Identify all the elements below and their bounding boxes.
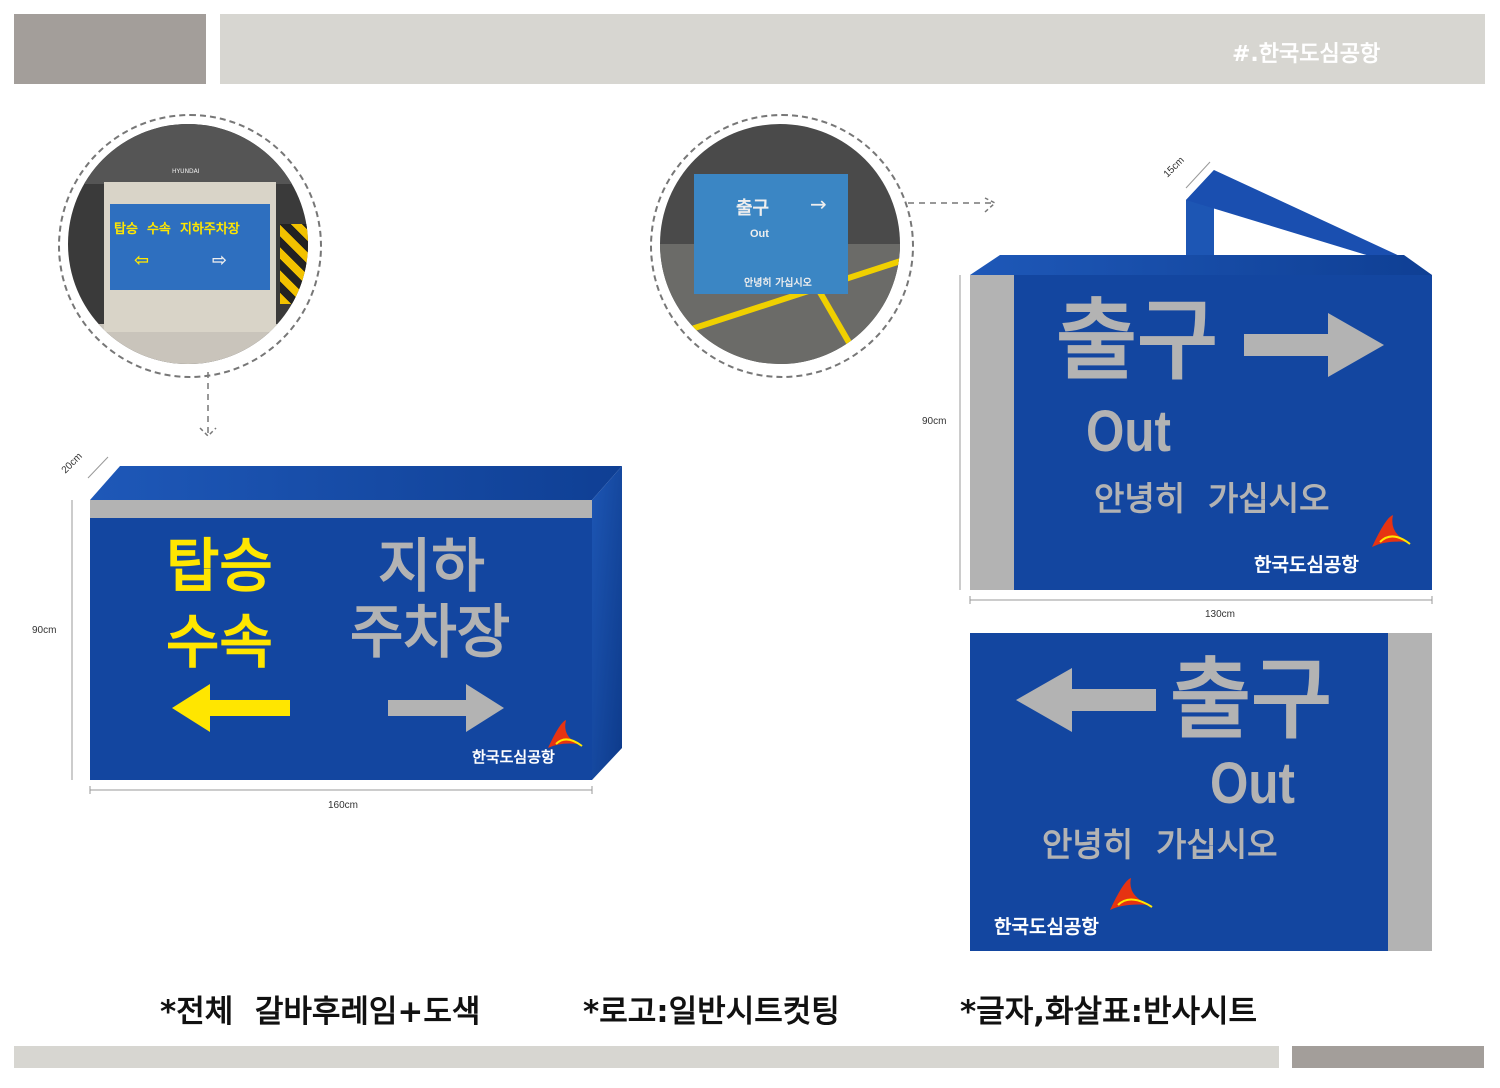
right-top-arrow: [1244, 313, 1384, 377]
photo-left-sign: [110, 204, 270, 290]
note-frame: *전체 갈바후레임+도색: [160, 994, 481, 1030]
dim-left-width: 160cm: [328, 800, 359, 811]
photo-right-sign: [694, 174, 848, 294]
left-sign-top-face: [90, 466, 622, 500]
left-sign-line1-left: 탑승: [166, 532, 273, 600]
photo-right-out: Out: [750, 228, 769, 240]
left-sign-line1-right: 지하: [378, 532, 485, 600]
right-top-sign-logo: 한국도심공항: [1254, 554, 1359, 576]
right-bottom-sign-gray-strip: [1388, 633, 1432, 951]
logo-mark-left: [548, 720, 583, 748]
left-sign-front-face: [90, 500, 592, 780]
right-top-sign-greeting: 안녕히 가십시오: [1094, 479, 1330, 518]
photo-left-brand: HYUNDAI: [172, 168, 200, 175]
photo-right-ring: [650, 114, 914, 378]
logo-mark-bottom: [1110, 878, 1153, 910]
right-bottom-sign-greeting: 안녕히 가십시오: [1042, 825, 1278, 864]
right-top-sign-title: 출구: [1056, 289, 1218, 392]
right-bottom-arrow: [1016, 668, 1156, 732]
photo-left-arrow-white: ⇨: [212, 250, 228, 271]
footer-bar: [14, 1046, 1279, 1068]
left-sign-gray-strip: [90, 500, 592, 518]
photo-left-ring: [58, 114, 322, 378]
photo-left: 탑승 수속 지하주차장 ⇦ ⇨ HYUNDAI: [68, 124, 308, 364]
right-top-sign-front: [970, 275, 1432, 590]
photo-right-arrow: →: [810, 192, 827, 216]
right-top-sign-gray-strip: [970, 275, 1014, 590]
right-top-sign-out: Out: [1086, 399, 1171, 464]
right-arrow-gray: [388, 684, 504, 732]
header-title: #.한국도심공항: [1232, 42, 1381, 67]
left-arrow-yellow: [172, 684, 290, 732]
right-bottom-sign-title: 출구: [1170, 648, 1332, 751]
note-logo: *로고:일반시트컷팅: [583, 994, 840, 1030]
left-sign-line2-left: 수속: [166, 608, 273, 676]
dim-left-height: 90cm: [32, 625, 57, 636]
dim-right-height: 90cm: [922, 416, 947, 427]
left-sign-line2-right: 주차장: [350, 598, 511, 666]
right-bottom-sign-out: Out: [1210, 751, 1295, 816]
photo-right: 출구 → Out 안녕히 가십시오: [660, 124, 900, 364]
photo-left-text: 탑승 수속 지하주차장: [114, 222, 240, 237]
right-bottom-sign-logo: 한국도심공항: [994, 916, 1099, 938]
photo-right-title: 출구: [736, 198, 770, 219]
logo-mark-top: [1372, 515, 1411, 547]
header-left-block: [14, 14, 206, 84]
photo-left-ceiling: [68, 124, 308, 184]
photo-right-greeting: 안녕히 가십시오: [744, 278, 812, 289]
photo-left-hazard: [280, 224, 308, 304]
left-sign-logo: 한국도심공항: [472, 748, 555, 766]
photo-left-arrow-yellow: ⇦: [134, 250, 150, 271]
right-top-sign-wing-top: [1186, 170, 1432, 275]
note-letters: *글자,화살표:반사시트: [960, 994, 1258, 1030]
dim-right-width: 130cm: [1205, 609, 1236, 620]
left-sign-side-face: [592, 466, 622, 780]
footer-right-block: [1292, 1046, 1484, 1068]
header-bar: [220, 14, 1485, 84]
right-top-sign-top-face: [970, 255, 1432, 275]
